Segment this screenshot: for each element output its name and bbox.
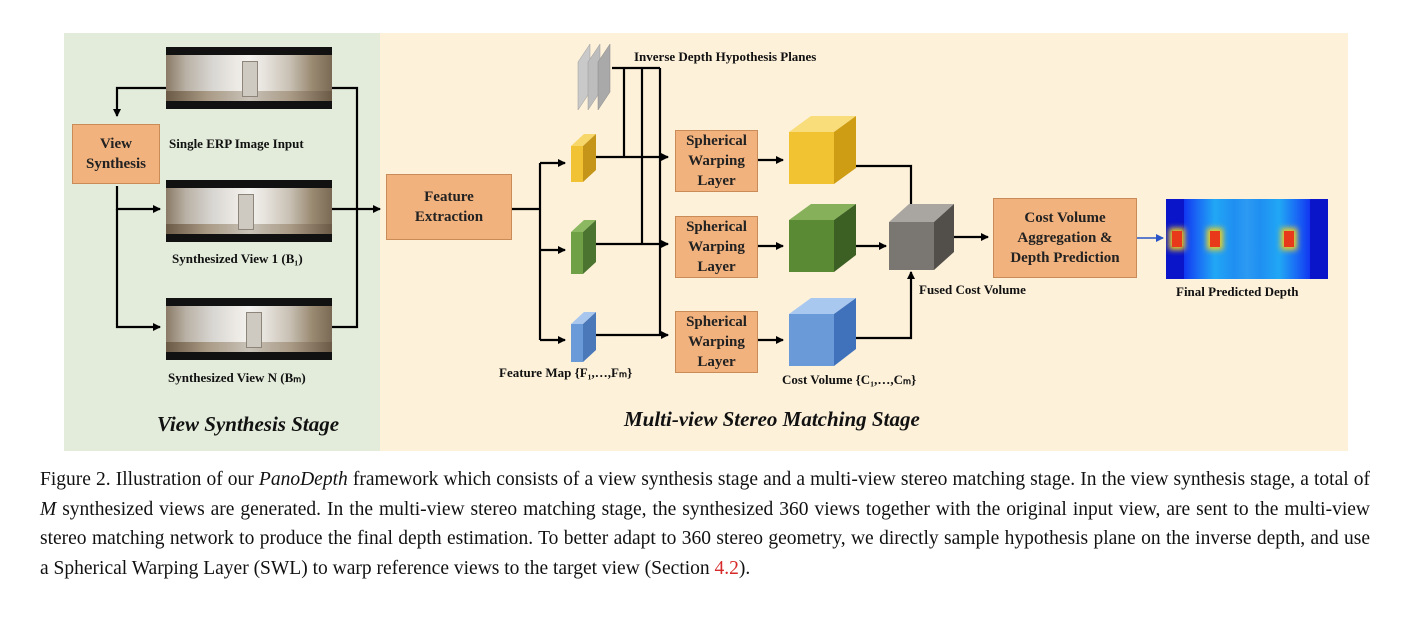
swl-3-line-2: Warping — [688, 334, 745, 350]
fused-cost-volume-icon — [889, 204, 954, 270]
swl-1-line-3: Layer — [697, 173, 736, 189]
single-erp-label: Single ERP Image Input — [169, 136, 304, 151]
caption-prefix: Figure 2. Illustration of our — [40, 469, 259, 490]
feature-extraction-line-1: Feature — [424, 189, 474, 205]
cost-agg-line-2: Aggregation & — [1017, 230, 1113, 246]
view-synthesis-line-2: Synthesis — [85, 156, 147, 172]
swl-2-line-3: Layer — [697, 259, 736, 275]
caption-text-1: framework which consists of a view synth… — [347, 469, 1371, 490]
view-synthesis-stage-title: View Synthesis Stage — [157, 412, 340, 436]
final-depth-map-image — [1166, 199, 1328, 279]
feature-map-yellow-icon — [571, 134, 596, 182]
synthesized-view-n-image — [166, 298, 332, 360]
inverse-depth-planes-icon — [577, 43, 611, 111]
cost-volume-green-icon — [789, 204, 856, 272]
caption-name: PanoDepth — [258, 469, 348, 490]
synth-view-1-label: Synthesized View 1 (B₁) — [172, 251, 303, 266]
swl-1-line-2: Warping — [688, 153, 745, 169]
diagram-connectors — [113, 43, 1164, 366]
caption-text-3: ). — [738, 557, 751, 579]
swl-1-line-1: Spherical — [686, 133, 747, 149]
cost-agg-line-3: Depth Prediction — [1010, 250, 1120, 266]
view-synthesis-line-1: View — [100, 136, 132, 152]
cost-volume-yellow-icon — [789, 116, 856, 184]
feature-map-blue-icon — [571, 312, 596, 362]
final-depth-label: Final Predicted Depth — [1176, 284, 1299, 299]
cost-volume-blue-icon — [789, 298, 856, 366]
cost-agg-line-1: Cost Volume — [1024, 210, 1106, 226]
swl-2-line-2: Warping — [688, 239, 745, 255]
feature-map-green-icon — [571, 220, 596, 274]
synth-view-n-label: Synthesized View N (Bₘ) — [168, 370, 306, 385]
synthesized-view-1-image — [166, 180, 332, 242]
caption-var-m: M — [40, 498, 57, 520]
swl-3-line-1: Spherical — [686, 314, 747, 330]
fused-cost-volume-label: Fused Cost Volume — [919, 282, 1026, 297]
cost-volume-label: Cost Volume {C₁,…,Cₘ} — [782, 372, 917, 387]
caption-text-2: synthesized views are generated. In the … — [40, 498, 1370, 579]
swl-3-line-3: Layer — [697, 354, 736, 370]
stereo-matching-stage-title: Multi-view Stereo Matching Stage — [624, 407, 920, 431]
feature-extraction-line-2: Extraction — [414, 209, 484, 225]
inverse-depth-label: Inverse Depth Hypothesis Planes — [634, 49, 817, 64]
figure-caption: Figure 2. Illustration of our PanoDepth … — [40, 465, 1370, 583]
swl-2-line-1: Spherical — [686, 219, 747, 235]
caption-section-link[interactable]: 4.2 — [714, 557, 739, 579]
feature-map-label: Feature Map {F₁,…,Fₘ} — [499, 365, 633, 380]
single-erp-image — [166, 47, 332, 109]
